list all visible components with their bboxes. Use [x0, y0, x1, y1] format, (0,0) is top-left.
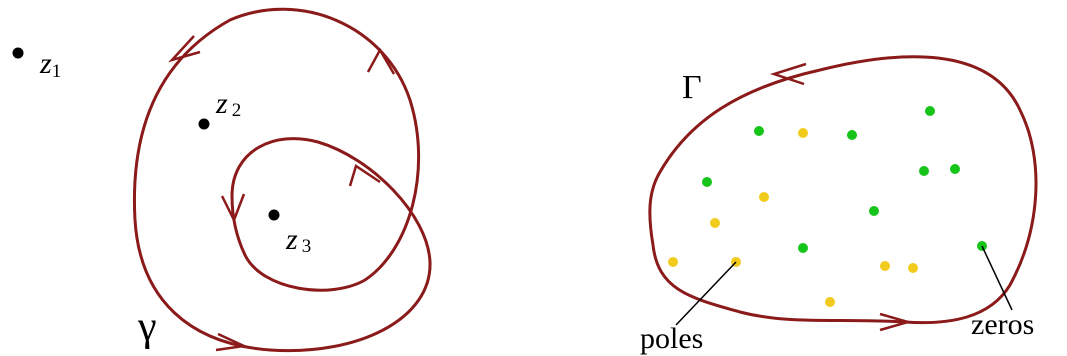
zero-point: [702, 177, 712, 187]
pole-point: [759, 192, 769, 202]
point-z1: [12, 47, 24, 59]
zero-point: [847, 130, 857, 140]
point-z3: [268, 209, 280, 221]
pole-point: [710, 218, 720, 228]
arrow-gamma-top-left: [168, 35, 201, 63]
poles: [668, 128, 918, 307]
poles-pointer: [675, 261, 737, 326]
label-gamma: γ: [137, 304, 157, 350]
contour-gamma: [132, 7, 432, 353]
zero-point: [925, 106, 935, 116]
zero-point: [869, 206, 879, 216]
zero-point: [754, 126, 764, 136]
pole-point: [798, 128, 808, 138]
zeros-pointer: [981, 245, 1013, 311]
zeros: [702, 106, 987, 253]
arrow-Gamma-bottom: [879, 312, 913, 332]
label-zeros: zeros: [971, 308, 1034, 341]
arrow-gamma-bottom: [215, 332, 249, 352]
pole-point: [880, 261, 890, 271]
label-Gamma: Γ: [682, 69, 702, 106]
arrow-gamma-inner-right: [348, 164, 381, 187]
zero-point: [919, 166, 929, 176]
arrow-gamma-inner-left: [220, 193, 246, 224]
label-z1: z1: [39, 47, 61, 82]
contour-Gamma: [648, 55, 1038, 325]
arrow-gamma-right: [366, 47, 396, 75]
zero-point: [798, 243, 808, 253]
point-z2: [198, 118, 210, 130]
pole-point: [668, 257, 678, 267]
pole-point: [825, 297, 835, 307]
zero-point: [950, 164, 960, 174]
right-panel: Γ poles zeros: [640, 55, 1038, 355]
arrow-Gamma-top: [769, 62, 807, 86]
label-poles: poles: [640, 322, 703, 355]
pole-point: [908, 263, 918, 273]
